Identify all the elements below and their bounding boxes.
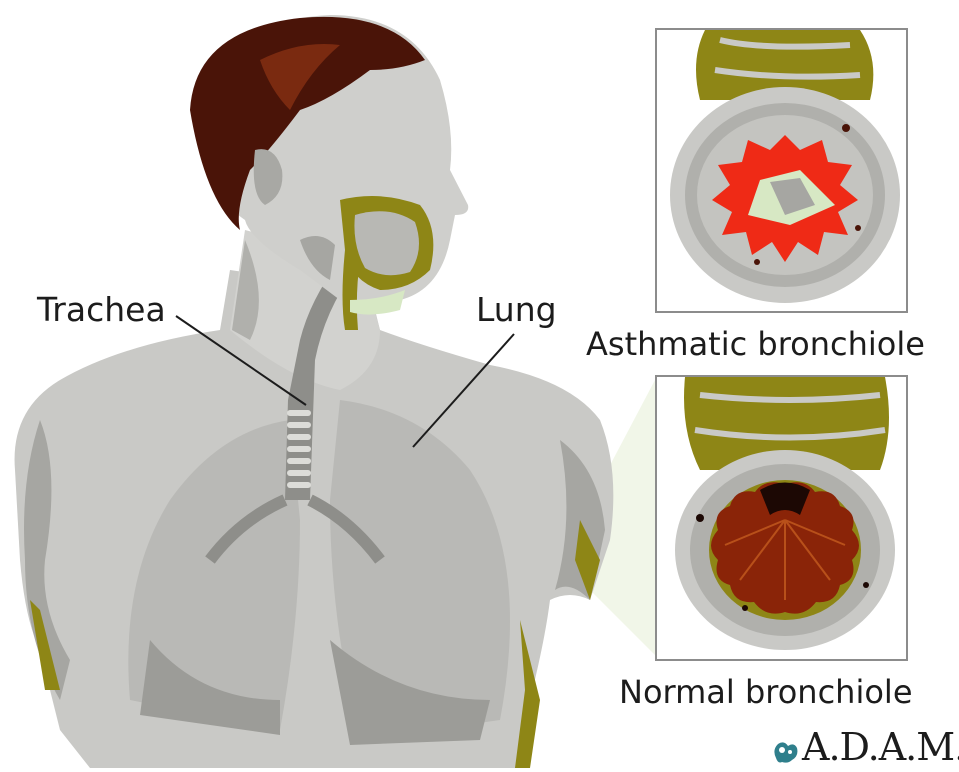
normal-bronchiole-label: Normal bronchiole (619, 676, 913, 708)
normal-bronchiole-image (656, 376, 907, 660)
adam-logo-text: A.D.A.M. (802, 728, 959, 766)
trachea-label: Trachea (37, 293, 166, 326)
adam-logo-icon (770, 736, 800, 766)
asthmatic-bronchiole-image (656, 29, 907, 312)
asthmatic-bronchiole-label: Asthmatic bronchiole (586, 328, 925, 360)
adam-logo: A.D.A.M. (770, 722, 959, 766)
lung-label: Lung (476, 293, 557, 326)
